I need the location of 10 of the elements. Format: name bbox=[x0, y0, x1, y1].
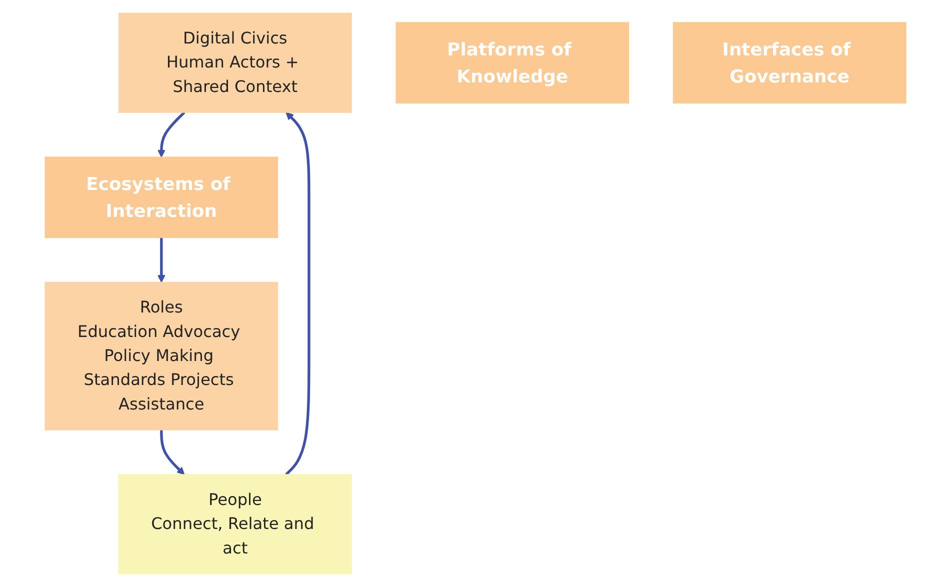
arrow bbox=[286, 112, 311, 476]
arrow bbox=[160, 430, 186, 475]
node-box: Digital Civics Human Actors + Shared Context bbox=[118, 12, 352, 113]
node-box: Ecosystems of Interaction bbox=[45, 156, 279, 238]
node-box: Platforms of Knowledge bbox=[396, 22, 630, 104]
arrow bbox=[158, 238, 166, 283]
node-box: Roles Education Advocacy Policy Making Standards Projects Assistance bbox=[45, 282, 279, 430]
node-box: People Connect, Relate and act bbox=[118, 474, 352, 574]
arrow bbox=[158, 111, 186, 158]
node-box: Interfaces of Governance bbox=[673, 22, 907, 104]
